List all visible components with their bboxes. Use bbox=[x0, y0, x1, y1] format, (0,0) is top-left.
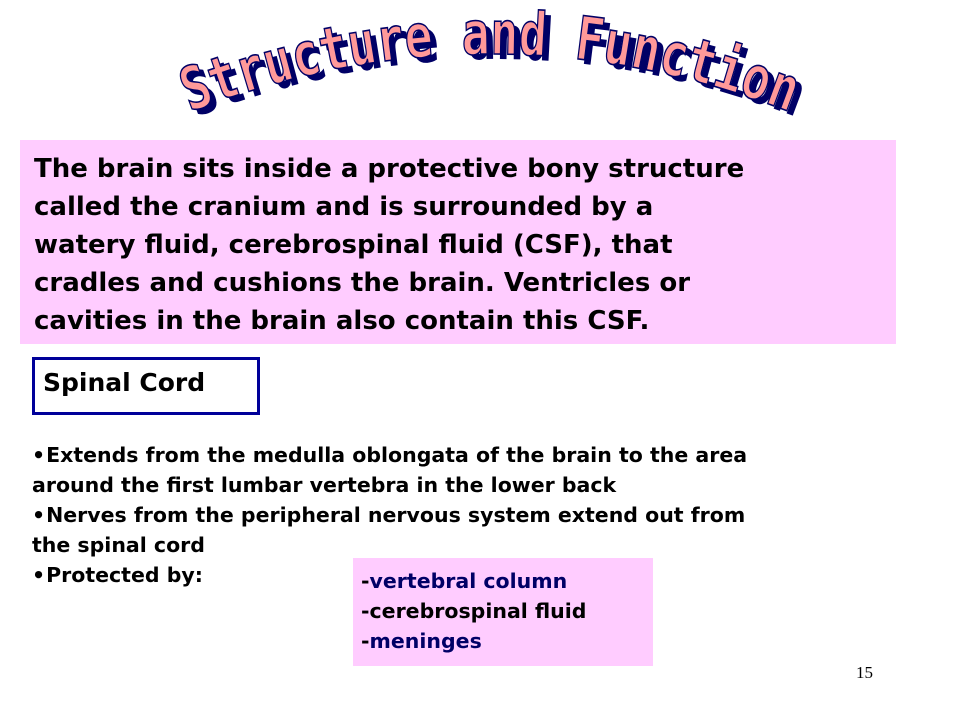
page-number: 15 bbox=[856, 663, 873, 682]
bullet-text: Extends from the medulla oblongata of th… bbox=[46, 443, 748, 467]
bullet-text: Protected by: bbox=[46, 563, 203, 587]
list-item-text: vertebral column bbox=[369, 569, 568, 593]
list-dash: - bbox=[361, 569, 370, 593]
protected-by-list-box: -vertebral column -cerebrospinal fluid -… bbox=[353, 558, 653, 666]
intro-paragraph-box: The brain sits inside a protective bony … bbox=[20, 140, 896, 344]
intro-line: called the cranium and is surrounded by … bbox=[34, 192, 654, 222]
bullet-item: •Nerves from the peripheral nervous syst… bbox=[32, 500, 947, 530]
intro-line: cavities in the brain also contain this … bbox=[34, 306, 650, 336]
protected-by-item: -vertebral column bbox=[361, 566, 653, 596]
intro-line: cradles and cushions the brain. Ventricl… bbox=[34, 268, 691, 298]
bullet-item: •Protected by: bbox=[32, 560, 947, 590]
list-dash: - bbox=[361, 599, 370, 623]
intro-line: The brain sits inside a protective bony … bbox=[34, 154, 745, 184]
bullet-list: •Extends from the medulla oblongata of t… bbox=[32, 440, 947, 590]
section-heading: Spinal Cord bbox=[43, 368, 206, 397]
spinal-cord-heading-box: Spinal Cord bbox=[32, 357, 260, 415]
bullet-continuation: the spinal cord bbox=[32, 533, 205, 557]
intro-line: watery fluid, cerebrospinal fluid (CSF),… bbox=[34, 230, 673, 260]
protected-by-item: -cerebrospinal fluid bbox=[361, 596, 653, 626]
list-item-text: meninges bbox=[369, 629, 482, 653]
bullet-text: Nerves from the peripheral nervous syste… bbox=[46, 503, 746, 527]
bullet-marker: • bbox=[32, 503, 46, 527]
bullet-item: •Extends from the medulla oblongata of t… bbox=[32, 440, 947, 470]
list-item-text: cerebrospinal fluid bbox=[369, 599, 587, 623]
list-dash: - bbox=[361, 629, 370, 653]
bullet-marker: • bbox=[32, 443, 46, 467]
protected-by-item: -meninges bbox=[361, 626, 653, 656]
bullet-marker: • bbox=[32, 563, 46, 587]
bullet-continuation: around the first lumbar vertebra in the … bbox=[32, 473, 617, 497]
slide-title: Structure and Function Structure and Fun… bbox=[170, 0, 815, 131]
